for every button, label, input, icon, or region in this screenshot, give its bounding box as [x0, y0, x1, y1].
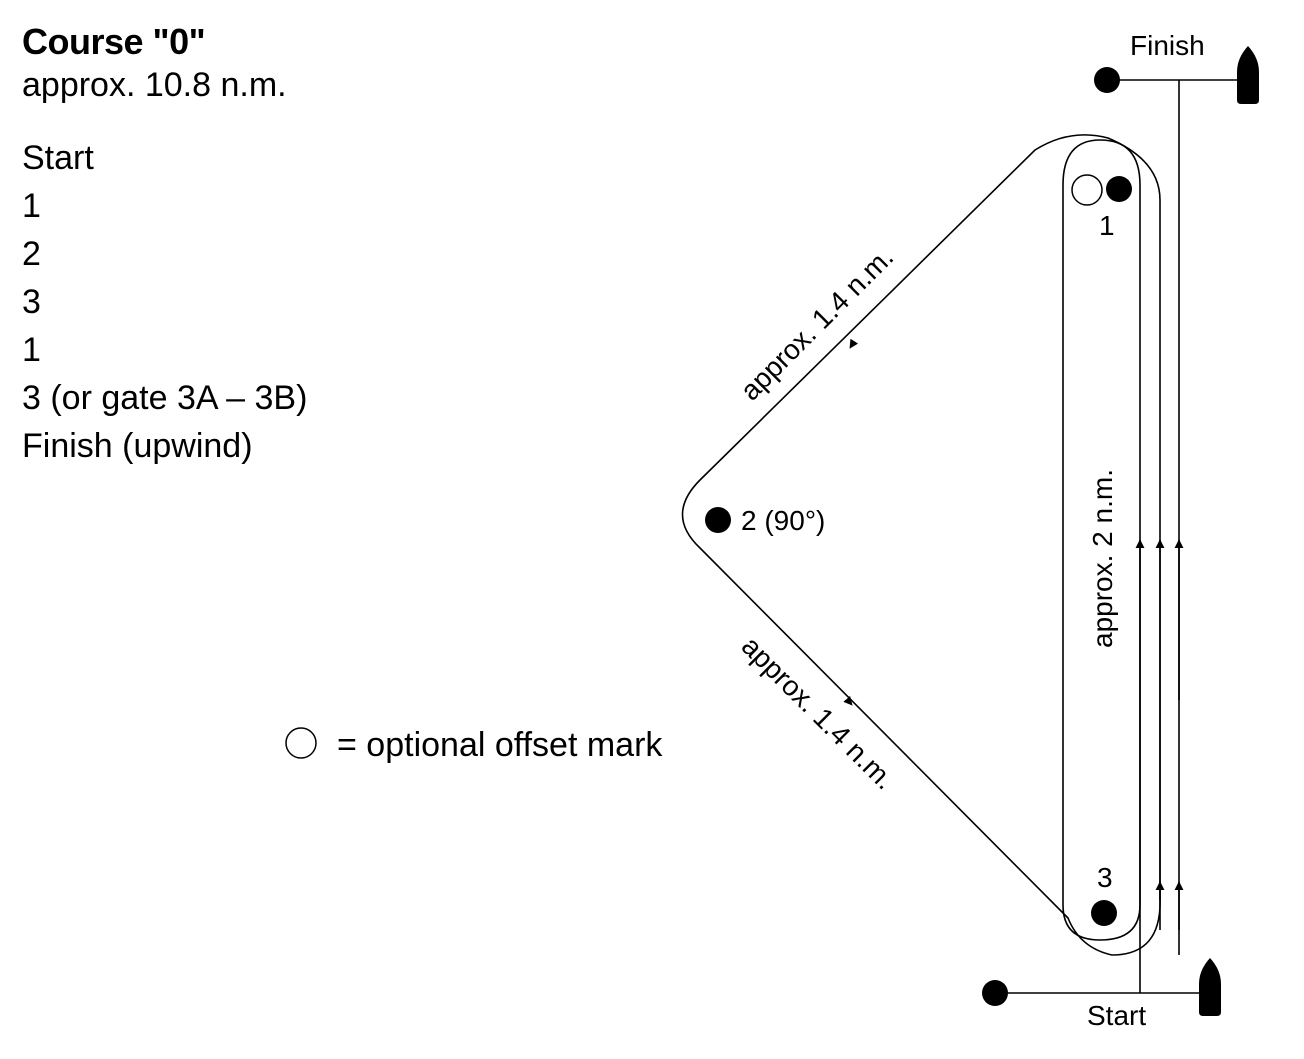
finish-label: Finish — [1130, 30, 1205, 61]
sequence-item: Finish (upwind) — [22, 427, 253, 465]
sequence-item: 1 — [22, 187, 41, 225]
mark-1-label: 1 — [1099, 210, 1115, 241]
mark-1 — [1106, 176, 1132, 202]
mark-2-label: 2 (90°) — [741, 505, 825, 536]
course-path-triangle — [681, 134, 1161, 956]
sequence-item: Start — [22, 139, 94, 177]
start-pin-mark — [982, 980, 1008, 1006]
leg-1-2-label: approx. 1.4 n.m. — [734, 241, 899, 406]
sequence-item: 3 (or gate 3A – 3B) — [22, 379, 308, 417]
mark-3-label: 3 — [1097, 862, 1113, 893]
start-label: Start — [1087, 1000, 1146, 1031]
course-length: approx. 10.8 n.m. — [22, 66, 287, 104]
mark-3 — [1091, 900, 1117, 926]
sequence-item: 2 — [22, 235, 41, 273]
course-sequence: Start 1 2 3 1 3 (or gate 3A – 3B) Finish… — [22, 134, 307, 470]
sequence-item: 1 — [22, 331, 41, 369]
leg-3-1-label: approx. 2 n.m. — [1087, 469, 1118, 648]
optional-offset-mark-icon — [285, 727, 317, 759]
key-text: = optional offset mark — [337, 726, 663, 764]
course-description: Course "0" approx. 10.8 n.m. Start 1 2 3… — [22, 22, 307, 470]
finish-committee-boat-icon — [1237, 46, 1259, 104]
offset-mark — [1071, 174, 1103, 206]
start-committee-boat-icon — [1199, 958, 1221, 1016]
mark-2 — [705, 507, 731, 533]
leg-2-3-label: approx. 1.4 n.m. — [736, 630, 901, 795]
finish-pin-mark — [1094, 67, 1120, 93]
sequence-item: 3 — [22, 283, 41, 321]
course-title: Course "0" — [22, 21, 206, 62]
